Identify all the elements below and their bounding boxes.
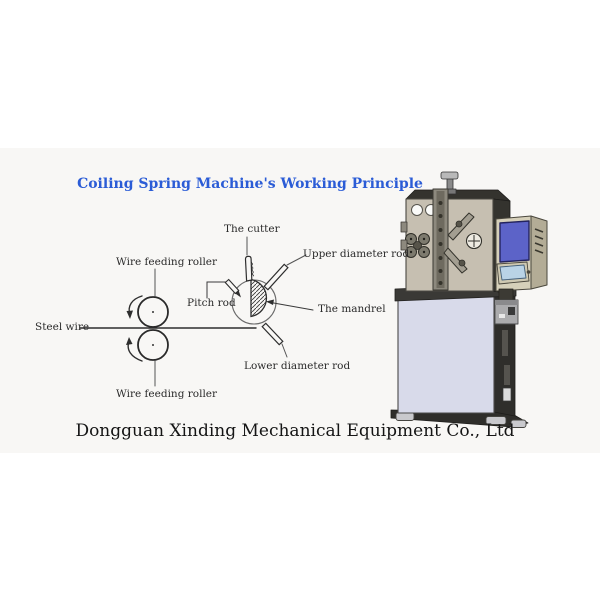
- label-the-mandrel: The mandrel: [318, 303, 386, 315]
- mandrel-leader: [266, 299, 314, 311]
- rotation-arrow-top: [126, 295, 143, 319]
- keypad-screen: [499, 264, 527, 281]
- label-lower-diameter-rod: Lower diameter rod: [244, 360, 351, 372]
- upper-diameter-rod-shape: [263, 254, 307, 291]
- pitch-rod-shape: [206, 278, 241, 299]
- label-the-cutter: The cutter: [224, 223, 280, 235]
- monitor-screen: [499, 220, 530, 263]
- wire-feeding-rollers: [137, 296, 169, 361]
- roller-bottom-center-dot: [152, 344, 154, 346]
- mandrel-shape: [250, 278, 268, 318]
- working-principle-diagram: [79, 236, 314, 387]
- cutter-blade: [244, 255, 255, 282]
- machine-head: [400, 171, 511, 295]
- control-panel: [494, 215, 548, 325]
- page-title: Coiling Spring Machine's Working Princip…: [77, 176, 423, 192]
- rotation-arrow-bottom: [126, 337, 143, 362]
- roller-top-center-dot: [152, 311, 154, 313]
- label-steel-wire: Steel wire: [35, 321, 90, 333]
- label-wire-feeding-roller-top: Wire feeding roller: [116, 256, 218, 268]
- label-wire-feeding-roller-bottom: Wire feeding roller: [116, 388, 218, 400]
- company-name: Dongguan Xinding Mechanical Equipment Co…: [75, 421, 515, 441]
- lower-diameter-rod-shape: [261, 322, 288, 358]
- machine-illustration: [390, 171, 548, 428]
- label-upper-diameter-rod: Upper diameter rod: [303, 248, 410, 260]
- label-pitch-rod: Pitch rod: [187, 297, 236, 309]
